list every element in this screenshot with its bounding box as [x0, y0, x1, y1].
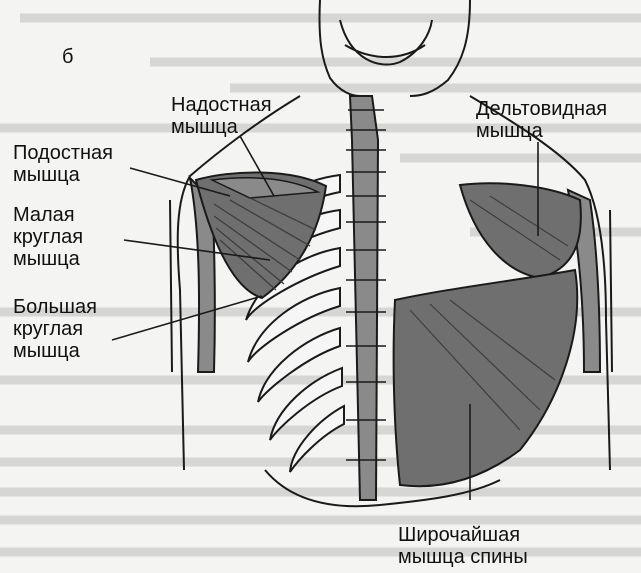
right-muscles [394, 183, 581, 486]
figure-letter: б [62, 46, 73, 69]
spine [346, 96, 386, 500]
